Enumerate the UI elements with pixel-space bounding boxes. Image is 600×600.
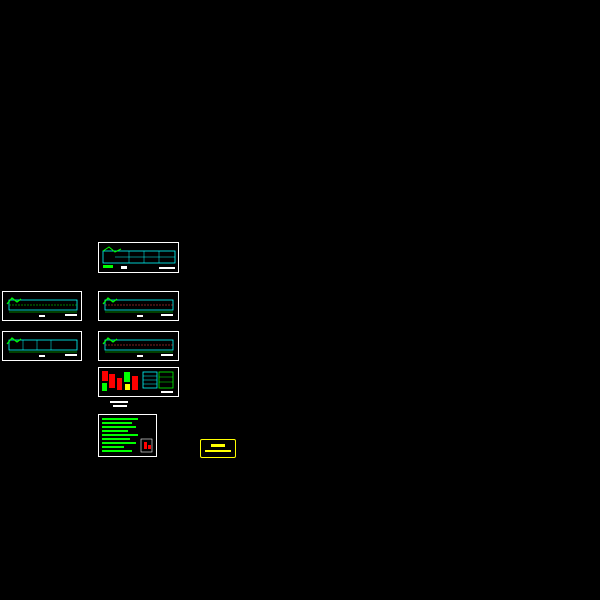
- caption-bar: [113, 405, 127, 407]
- floor-plan-drawing: [102, 246, 176, 269]
- detail-drawing: [102, 371, 174, 393]
- sheet-plan-mid-1[interactable]: [98, 291, 179, 321]
- sheet-plan-left-2[interactable]: [2, 331, 82, 361]
- floor-plan-drawing: [102, 337, 174, 357]
- floor-plan-drawing: [102, 297, 174, 317]
- caption-bar: [110, 401, 128, 403]
- sheet-plan-left-1[interactable]: [2, 291, 82, 321]
- sheet-plan-top[interactable]: [98, 242, 179, 273]
- floor-plan-drawing: [6, 337, 78, 357]
- title-block-icon: [205, 444, 231, 452]
- notes-drawing: [102, 418, 153, 453]
- title-block[interactable]: [200, 439, 236, 458]
- sheet-notes[interactable]: [98, 414, 157, 457]
- sheet-plan-mid-2[interactable]: [98, 331, 179, 361]
- floor-plan-drawing: [6, 297, 78, 317]
- sheet-details[interactable]: [98, 367, 179, 397]
